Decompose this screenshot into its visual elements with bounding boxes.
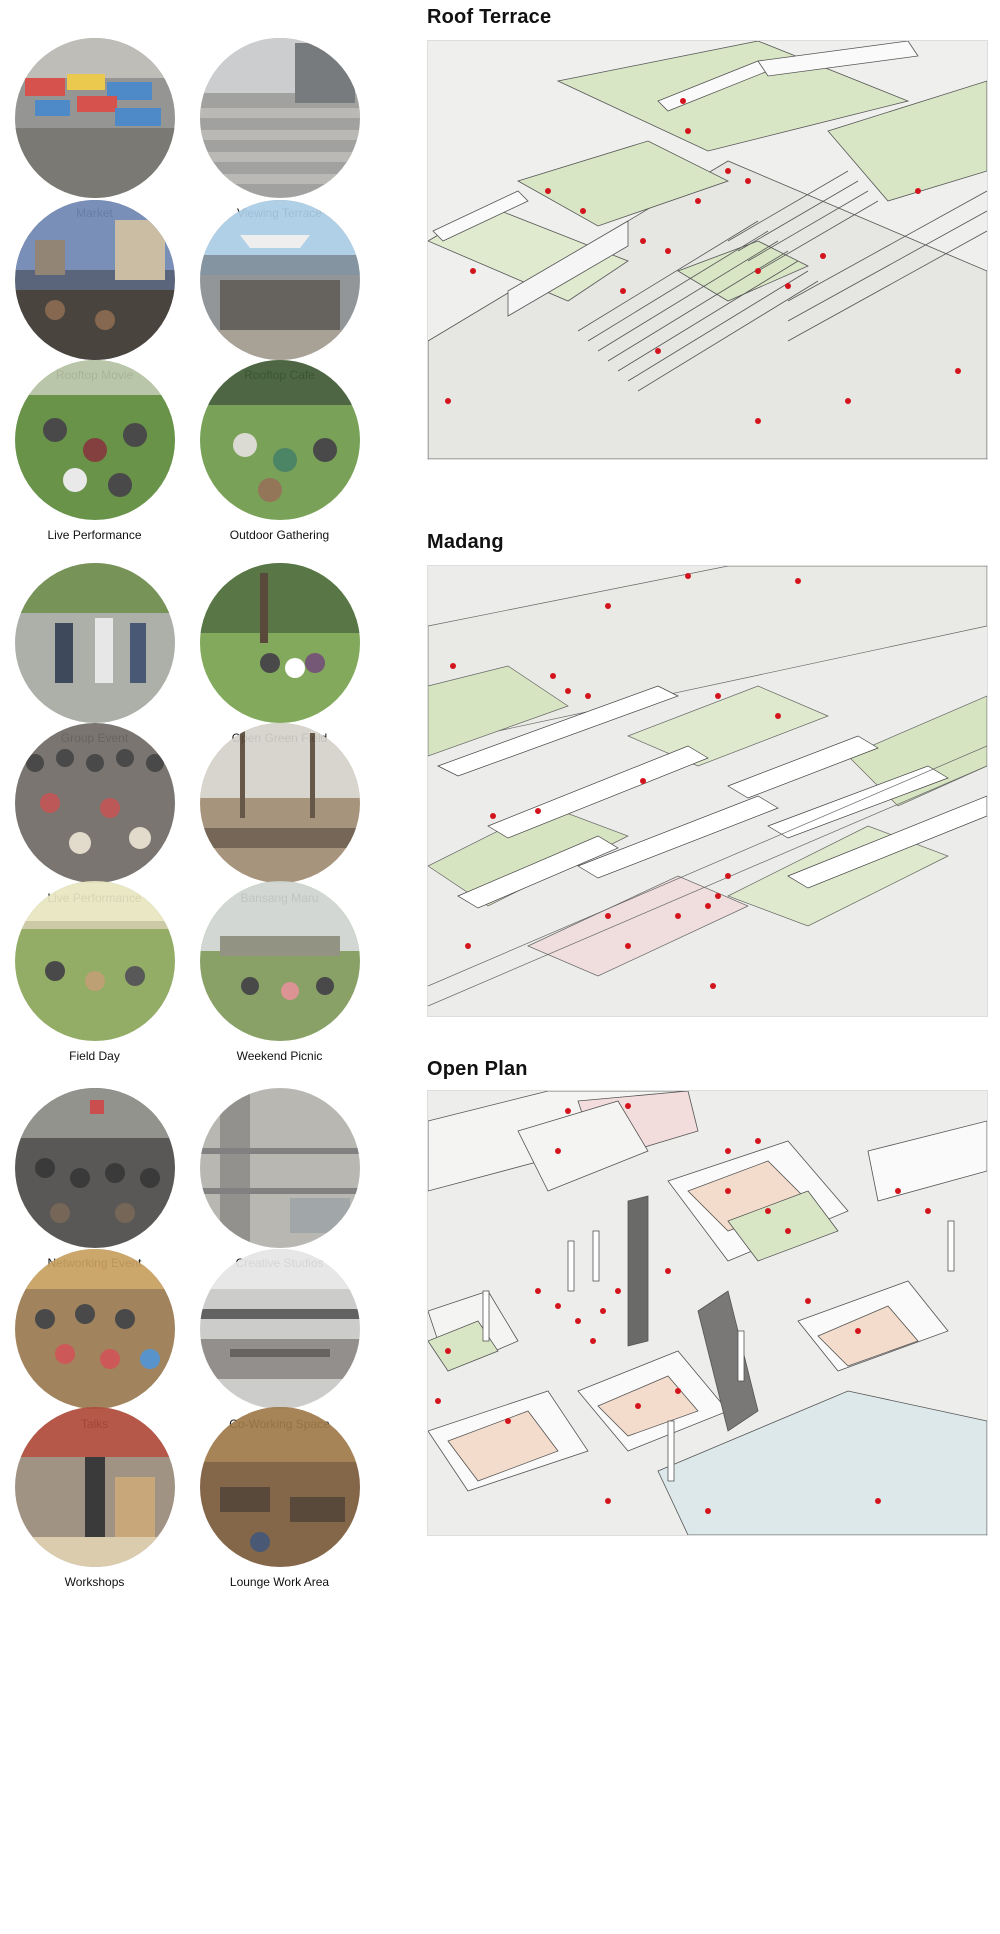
roof-terrace-axonometric-drawing xyxy=(427,40,988,460)
live-performance-madang-photo xyxy=(14,723,175,883)
co-working-space-photo xyxy=(199,1249,360,1409)
activity-viewing-terrace: Viewing Terrace xyxy=(198,38,361,220)
section-heading: Madang xyxy=(427,531,504,553)
viewing-terrace-photo xyxy=(199,38,360,198)
activity-market: Market xyxy=(13,38,176,220)
activity-label: Field Day xyxy=(69,1049,120,1063)
activity-workshops: Workshops xyxy=(13,1407,176,1589)
activity-label: Weekend Picnic xyxy=(236,1049,323,1063)
talks-photo xyxy=(14,1249,175,1409)
activity-weekend-picnic: Weekend Picnic xyxy=(198,881,361,1063)
market-photo xyxy=(14,38,175,198)
section-heading: Roof Terrace xyxy=(427,6,552,28)
open-green-field-photo xyxy=(199,563,360,723)
field-day-photo xyxy=(14,881,175,1041)
lounge-work-area-photo xyxy=(199,1407,360,1567)
activity-outdoor-gathering: Outdoor Gathering xyxy=(198,360,361,542)
section-heading: Open Plan xyxy=(427,1058,528,1080)
activity-field-day: Field Day xyxy=(13,881,176,1063)
activity-co-working-space: Co-Working Space xyxy=(198,1249,361,1431)
activity-lounge-work-area: Lounge Work Area xyxy=(198,1407,361,1589)
activity-label: Workshops xyxy=(64,1575,125,1589)
activity-bansang-maru: Bansang Maru xyxy=(198,723,361,905)
rooftop-cafe-photo xyxy=(199,200,360,360)
group-event-photo xyxy=(14,563,175,723)
madang-axonometric-drawing xyxy=(427,565,988,1017)
activity-rooftop-movie: Rooftop Movie xyxy=(13,200,176,382)
networking-event-photo xyxy=(14,1088,175,1248)
activity-open-green-field: Open Green Field xyxy=(198,563,361,745)
activity-label: Live Performance xyxy=(47,528,142,542)
creative-studios-photo xyxy=(199,1088,360,1248)
live-performance-photo xyxy=(14,360,175,520)
activity-networking-event: Networking Event xyxy=(13,1088,176,1270)
activity-live-performance-madang: Live Performance xyxy=(13,723,176,905)
activity-group-event: Group Event xyxy=(13,563,176,745)
activity-live-performance: Live Performance xyxy=(13,360,176,542)
activity-label: Lounge Work Area xyxy=(229,1575,330,1589)
rooftop-movie-photo xyxy=(14,200,175,360)
weekend-picnic-photo xyxy=(199,881,360,1041)
bansang-maru-photo xyxy=(199,723,360,883)
activity-label: Outdoor Gathering xyxy=(229,528,330,542)
activity-creative-studios: Creative Studios xyxy=(198,1088,361,1270)
activity-rooftop-cafe: Rooftop Cafe xyxy=(198,200,361,382)
activity-talks: Talks xyxy=(13,1249,176,1431)
open-plan-axonometric-drawing xyxy=(427,1090,988,1536)
workshops-photo xyxy=(14,1407,175,1567)
outdoor-gathering-photo xyxy=(199,360,360,520)
